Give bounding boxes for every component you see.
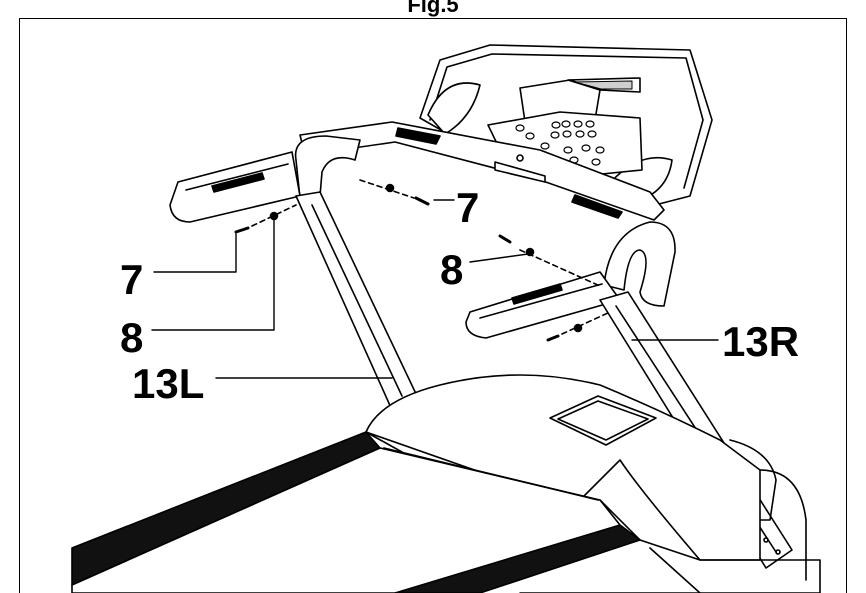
handlebar-frame	[169, 121, 676, 339]
motor-hood	[365, 374, 807, 581]
callout-washer-center: 8	[440, 246, 463, 293]
display-screen	[567, 77, 641, 93]
figure-title: Fig.5	[407, 0, 459, 17]
console-head	[419, 44, 713, 206]
leader-lines	[151, 199, 719, 379]
running-deck	[71, 431, 821, 593]
callout-bolt-left: 7	[120, 256, 143, 303]
callout-bolt-center: 7	[456, 184, 479, 231]
callout-washer-left: 8	[120, 314, 143, 361]
callout-upright-right: 13R	[722, 318, 799, 365]
access-plate	[549, 395, 657, 446]
figure-frame	[19, 18, 847, 593]
callout-upright-left: 13L	[132, 360, 204, 407]
fasteners	[234, 179, 611, 342]
